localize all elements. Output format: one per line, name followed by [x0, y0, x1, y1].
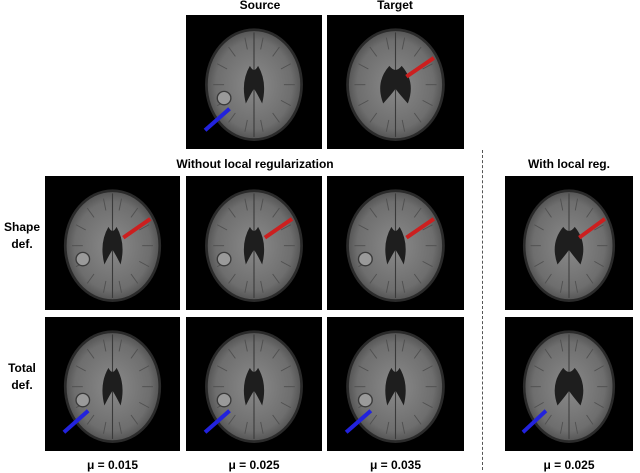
brain-mri-graphic — [62, 330, 162, 443]
ventricles — [385, 226, 406, 265]
brain-mri-graphic — [521, 330, 616, 443]
shape-def-image-mu-0-025 — [186, 176, 322, 310]
brain-mri-graphic — [63, 189, 162, 302]
row-label-shape-line1: Shape — [3, 220, 40, 234]
ventricles — [243, 226, 265, 265]
mu-label-3: μ = 0.035 — [369, 458, 422, 472]
total-def-image-mu-0-015 — [45, 317, 180, 451]
mu-label-1: μ = 0.015 — [86, 458, 139, 472]
mu-label-2: μ = 0.025 — [228, 458, 280, 472]
row-label-total-line2: def. — [11, 378, 33, 392]
total-def-image-local-reg — [505, 317, 633, 451]
red-arrow-icon — [405, 56, 436, 79]
source-image — [186, 15, 322, 149]
red-arrow-icon — [405, 217, 436, 240]
lesion — [75, 392, 91, 408]
ventricles — [243, 367, 265, 406]
ventricles — [102, 226, 123, 265]
brain-mri-graphic — [203, 28, 303, 141]
with-local-heading: With local reg. — [528, 157, 610, 171]
blue-arrow-icon — [344, 409, 373, 434]
ventricles — [554, 226, 584, 265]
total-def-image-mu-0-025 — [186, 317, 322, 451]
row-label-shape: Shape def. — [2, 219, 42, 253]
total-def-image-mu-0-035 — [327, 317, 464, 451]
lesion — [216, 392, 232, 408]
row-label-shape-line2: def. — [11, 237, 33, 251]
mu-label-4: μ = 0.025 — [543, 458, 595, 472]
shape-def-image-mu-0-015 — [45, 176, 180, 310]
brain-mri-graphic — [205, 189, 303, 302]
target-label: Target — [377, 0, 413, 12]
brain-mri-graphic — [346, 189, 445, 302]
lesion — [357, 251, 373, 267]
without-local-heading: Without local regularization — [176, 157, 334, 171]
row-label-total: Total def. — [2, 360, 42, 394]
red-arrow-icon — [263, 217, 294, 240]
shape-def-image-local-reg — [505, 176, 633, 310]
ventricles — [380, 65, 411, 104]
ventricles — [554, 367, 584, 406]
lesion — [216, 251, 232, 267]
brain-mri-graphic — [522, 189, 616, 302]
ventricles — [243, 65, 265, 104]
ventricles — [102, 367, 123, 406]
section-divider — [482, 150, 483, 470]
brain-mri-graphic — [346, 28, 445, 141]
red-arrow-icon — [122, 217, 152, 240]
row-label-total-line1: Total — [8, 361, 36, 375]
lesion — [75, 251, 91, 267]
blue-arrow-icon — [203, 409, 231, 434]
blue-arrow-icon — [62, 409, 90, 434]
blue-arrow-icon — [203, 107, 231, 132]
shape-def-image-mu-0-035 — [327, 176, 464, 310]
lesion — [357, 392, 373, 408]
lesion — [216, 90, 232, 106]
target-image — [327, 15, 464, 149]
brain-mri-graphic — [203, 330, 303, 443]
ventricles — [385, 367, 406, 406]
source-label: Source — [239, 0, 281, 12]
red-arrow-icon — [578, 217, 606, 240]
brain-mri-graphic — [344, 330, 445, 443]
blue-arrow-icon — [521, 409, 548, 434]
